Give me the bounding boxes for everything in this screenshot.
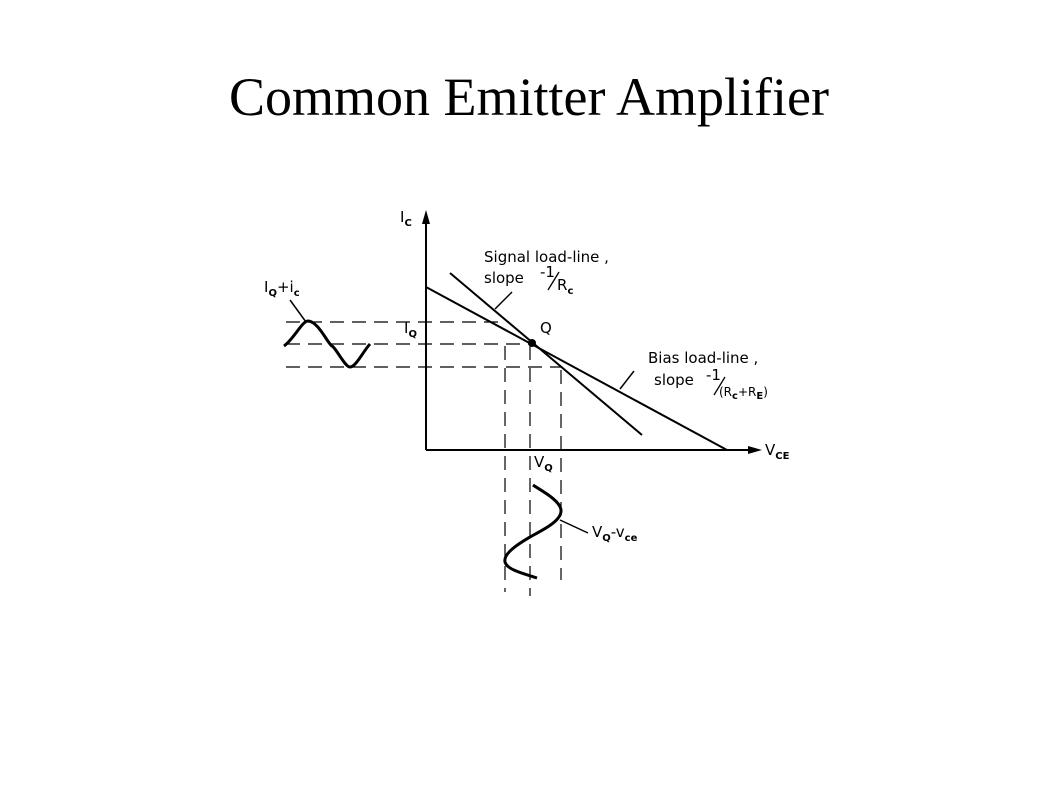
signal-line-label-1: Signal load-line , bbox=[484, 248, 609, 266]
q-point-label: Q bbox=[540, 319, 552, 337]
output-wave-leader bbox=[559, 519, 589, 534]
signal-slope-bar bbox=[547, 271, 560, 291]
bias-slope-den: (Rc+RE) bbox=[719, 385, 768, 402]
signal-slope-num: -1 bbox=[540, 263, 555, 281]
bias-load-line bbox=[425, 286, 728, 451]
input-current-wave bbox=[283, 319, 372, 369]
signal-slope-den: Rc bbox=[557, 276, 573, 297]
slide-title: Common Emitter Amplifier bbox=[229, 67, 829, 127]
bias-slope-num: -1 bbox=[706, 366, 721, 384]
x-axis-arrow bbox=[748, 446, 762, 454]
bias-line-leader bbox=[619, 370, 635, 390]
output-wave-label: VQ-vce bbox=[592, 523, 638, 544]
vq-label: VQ bbox=[534, 453, 553, 474]
signal-load-line bbox=[449, 272, 643, 436]
bias-line-label-2: slope bbox=[654, 371, 694, 389]
bias-slope-bar bbox=[713, 376, 726, 396]
signal-line-label-2: slope bbox=[484, 269, 524, 287]
iq-label: IQ bbox=[404, 319, 417, 340]
signal-line-leader bbox=[494, 291, 513, 310]
x-axis-label: VCE bbox=[765, 441, 790, 462]
input-wave-label: IQ+ic bbox=[264, 278, 300, 299]
input-wave-leader bbox=[289, 299, 307, 323]
q-point-dot bbox=[528, 339, 536, 347]
bias-line-label-1: Bias load-line , bbox=[648, 349, 758, 367]
output-voltage-wave bbox=[503, 483, 563, 580]
y-axis-arrow bbox=[422, 210, 430, 224]
y-axis-label: IC bbox=[400, 208, 412, 229]
